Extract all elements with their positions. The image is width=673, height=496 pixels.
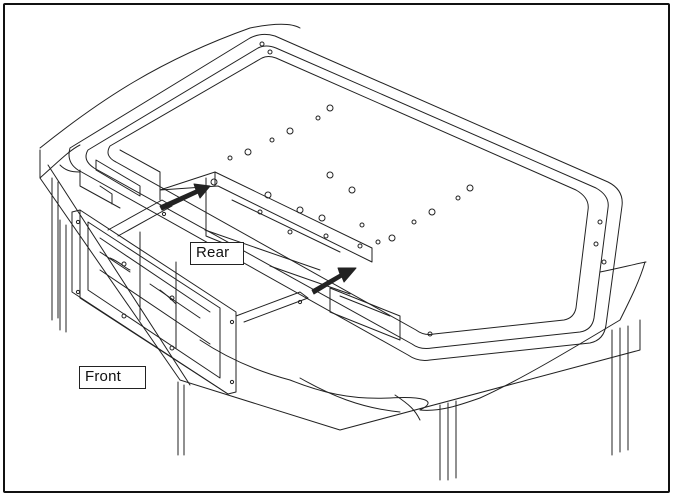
display-panel <box>68 33 623 361</box>
front-label: Front <box>79 366 146 389</box>
insert-arrow-icon <box>159 183 211 211</box>
cloth <box>39 23 647 421</box>
front-frame <box>71 199 309 395</box>
rear-label: Rear <box>190 242 244 265</box>
table <box>39 149 641 481</box>
mounting-holes <box>227 104 474 249</box>
insert-arrow-icon <box>311 267 357 295</box>
